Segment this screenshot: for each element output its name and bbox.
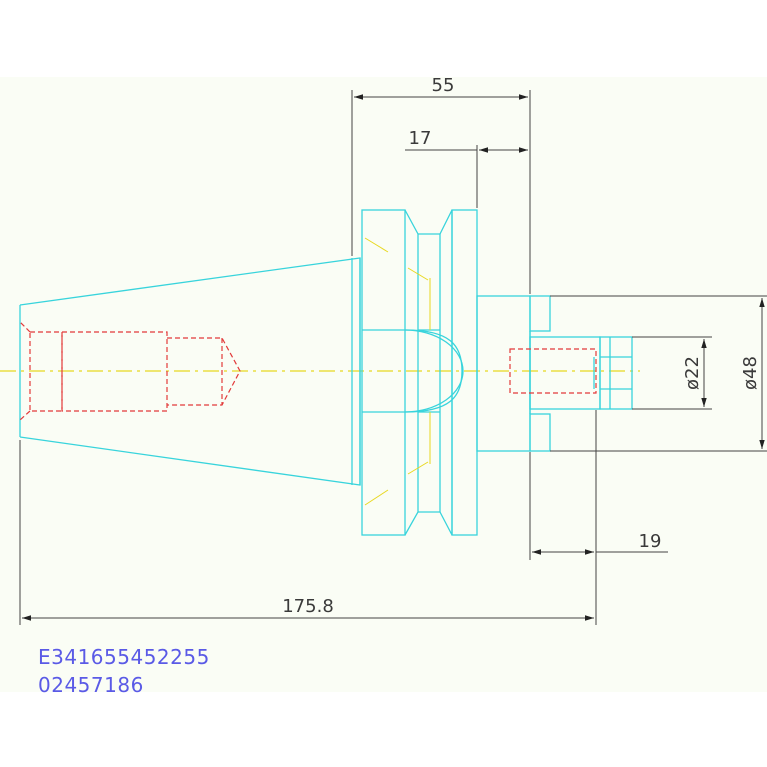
part-code-line-1: E341655452255 — [38, 645, 210, 669]
hidden-lines — [19, 321, 597, 421]
dim-55-label: 55 — [432, 75, 455, 96]
dim-dia22-label: ø22 — [682, 356, 703, 390]
dim-175-label: 175.8 — [282, 596, 334, 617]
dim-17-label: 17 — [409, 128, 432, 149]
tool-holder-outline — [19, 209, 633, 536]
dimension-lines — [19, 90, 767, 625]
drawing-area — [0, 77, 767, 692]
construction-lines — [364, 237, 431, 506]
dim-19-label: 19 — [639, 531, 662, 552]
dim-dia48-label: ø48 — [740, 356, 761, 390]
part-code-line-2: 02457186 — [38, 673, 144, 697]
